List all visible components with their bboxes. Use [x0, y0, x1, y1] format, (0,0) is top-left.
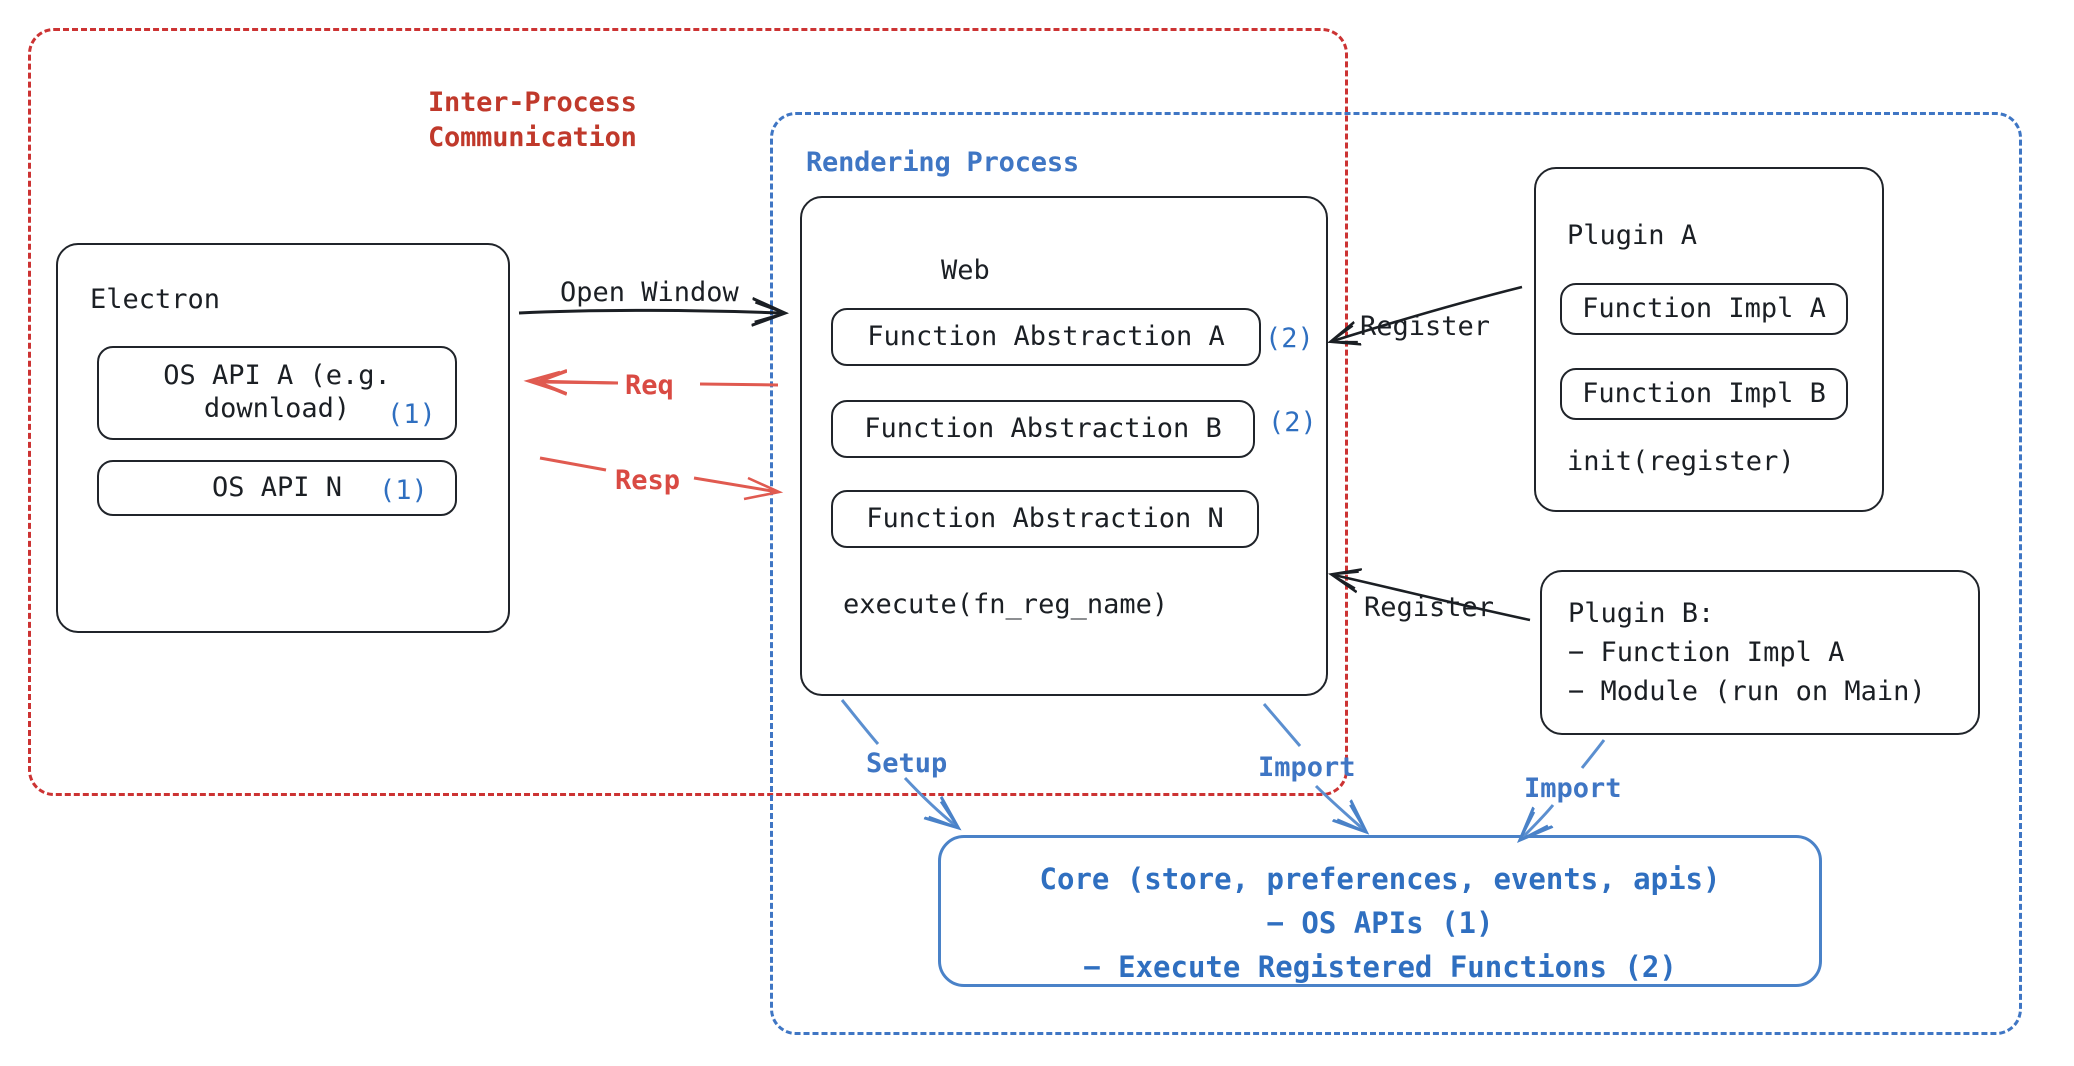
os-api-n-label: OS API N: [211, 471, 343, 503]
web-title: Web: [941, 255, 990, 286]
edge-label-open-window: Open Window: [560, 277, 739, 308]
region-ipc-label: Inter-Process Communication: [428, 87, 637, 153]
function-abstraction-b-box: Function Abstraction B: [831, 400, 1255, 458]
function-abstraction-n-label: Function Abstraction N: [866, 502, 1224, 534]
os-api-n-box: OS API N: [97, 460, 457, 516]
core-text: Core (store, preferences, events, apis) …: [1039, 862, 1721, 985]
edge-label-resp: Resp: [615, 465, 681, 496]
region-rendering-process: [770, 112, 2022, 1035]
plugin-b-box: [1540, 570, 1980, 735]
function-impl-a-box: Function Impl A: [1560, 283, 1848, 335]
edge-label-req: Req: [625, 370, 674, 401]
os-api-n-tag: (1): [379, 475, 428, 506]
edge-label-import-web: Import: [1258, 752, 1356, 783]
function-abstraction-b-tag: (2): [1268, 407, 1317, 438]
edge-label-setup: Setup: [866, 748, 948, 779]
edge-label-register-plugin-a: Register: [1360, 311, 1491, 342]
web-execute-text: execute(fn_reg_name): [843, 589, 1169, 620]
core-box: [938, 835, 1822, 987]
plugin-a-box: [1534, 167, 1884, 512]
os-api-a-tag: (1): [387, 399, 436, 430]
os-api-a-label: OS API A (e.g. download): [163, 360, 391, 424]
function-impl-b-label: Function Impl B: [1582, 377, 1826, 409]
edge-label-register-plugin-b: Register: [1364, 592, 1495, 623]
plugin-a-init-text: init(register): [1567, 446, 1795, 477]
function-abstraction-a-label: Function Abstraction A: [867, 320, 1225, 352]
function-abstraction-a-tag: (2): [1265, 323, 1314, 354]
function-abstraction-n-box: Function Abstraction N: [831, 490, 1259, 548]
function-abstraction-b-label: Function Abstraction B: [864, 412, 1222, 444]
plugin-b-text: Plugin B: − Function Impl A − Module (ru…: [1568, 598, 1926, 708]
function-abstraction-a-box: Function Abstraction A: [831, 308, 1261, 366]
edge-label-import-plugin-b: Import: [1524, 773, 1622, 804]
plugin-a-title: Plugin A: [1567, 220, 1698, 251]
region-rendering-process-label: Rendering Process: [806, 147, 1079, 178]
function-impl-a-label: Function Impl A: [1582, 292, 1826, 324]
os-api-a-box: OS API A (e.g. download): [97, 346, 457, 440]
function-impl-b-box: Function Impl B: [1560, 368, 1848, 420]
region-inter-process-communication: [28, 28, 1348, 796]
electron-title: Electron: [90, 284, 221, 315]
